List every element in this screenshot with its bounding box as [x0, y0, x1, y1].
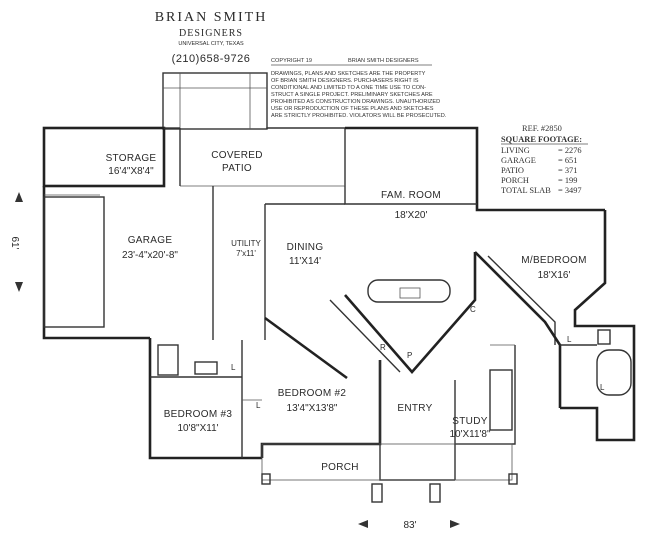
- room-label-covered-patio: COVERED: [211, 150, 263, 161]
- copyright-notice: COPYRIGHT 19 BRIAN SMITH DESIGNERS DRAWI…: [271, 58, 447, 119]
- sf-label-total: TOTAL SLAB: [501, 186, 551, 195]
- sf-value-garage: = 651: [558, 156, 577, 165]
- room-size-fam-room: 18'X20': [395, 210, 428, 221]
- room-label-porch: PORCH: [321, 462, 359, 473]
- room-size-storage: 16'4"X8'4": [108, 166, 154, 177]
- master-toilet: [597, 329, 611, 345]
- sf-value-porch: = 199: [558, 176, 577, 185]
- porch-column: [429, 483, 441, 503]
- width-dimension: 83': [358, 520, 460, 531]
- arrow-up-icon: [15, 192, 23, 202]
- arrow-down-icon: [15, 282, 23, 292]
- porch-column: [371, 483, 383, 503]
- linen-marker: L: [600, 383, 605, 392]
- notice-line: CONDITIONAL AND LIMITED TO A ONE TIME US…: [271, 85, 426, 91]
- sf-label-living: LIVING: [501, 146, 530, 155]
- linen-marker: L: [231, 363, 236, 372]
- room-size-study: 10'X11'8": [449, 429, 491, 440]
- room-size-master-bedroom: 18'X16': [538, 270, 571, 281]
- garage-door: [43, 196, 105, 328]
- room-label-utility: UTILITY: [231, 239, 261, 248]
- room-size-dining: 11'X14': [289, 256, 321, 267]
- notice-line: ARE STRICTLY PROHIBITED. VIOLATORS WILL …: [271, 113, 447, 119]
- exterior-walls: [42, 72, 636, 503]
- square-footage-heading: SQUARE FOOTAGE:: [501, 135, 582, 144]
- range-marker: R: [380, 343, 386, 352]
- sf-value-patio: = 371: [558, 166, 577, 175]
- room-label-storage: STORAGE: [106, 153, 157, 164]
- sf-value-living: = 2276: [558, 146, 582, 155]
- room-label-garage: GARAGE: [128, 235, 173, 246]
- arrow-right-icon: [450, 520, 460, 528]
- notice-line: STRUCT A SINGLE PROJECT. PRELIMINARY SKE…: [271, 92, 433, 98]
- notice-line: USE OR REPRODUCTION OF THESE PLANS AND S…: [271, 106, 434, 112]
- kitchen-island: [367, 279, 451, 303]
- company-phone: (210)658-9726: [172, 53, 251, 65]
- linen-marker: L: [567, 335, 572, 344]
- copyright-owner: BRIAN SMITH DESIGNERS: [348, 58, 419, 64]
- porch-outline: [261, 443, 513, 481]
- sink: [399, 287, 421, 299]
- notice-line: OF BRIAN SMITH DESIGNERS. PURCHASERS RIG…: [271, 78, 419, 84]
- room-size-bedroom-3: 10'8"X11': [177, 423, 218, 434]
- square-footage-table: REF. #2850 SQUARE FOOTAGE: LIVING = 2276…: [501, 124, 588, 195]
- company-subtitle: DESIGNERS: [179, 28, 243, 39]
- porch-column: [508, 473, 518, 485]
- width-label: 83': [403, 520, 416, 531]
- room-size-utility: 7'x11': [236, 249, 256, 258]
- room-size-bedroom-2: 13'4"X13'8": [287, 403, 338, 414]
- closet-marker: C: [470, 305, 476, 314]
- depth-label: 61': [9, 236, 20, 249]
- notice-line: DRAWINGS, PLANS AND SKETCHES ARE THE PRO…: [271, 71, 426, 77]
- study-closet: [489, 369, 513, 431]
- room-label-dining: DINING: [287, 242, 324, 253]
- hall-tub: [157, 344, 179, 376]
- sf-label-garage: GARAGE: [501, 156, 536, 165]
- sf-label-patio: PATIO: [501, 166, 524, 175]
- room-label-study: STUDY: [452, 416, 487, 427]
- room-label-covered-patio-2: PATIO: [222, 163, 252, 174]
- arrow-left-icon: [358, 520, 368, 528]
- notice-line: PROHIBITED AS CONSTRUCTION DRAWINGS. UNA…: [271, 99, 440, 105]
- linen-marker: L: [256, 401, 261, 410]
- depth-dimension: 61': [9, 192, 23, 292]
- patio-roof-outline: [162, 72, 268, 130]
- room-label-entry: ENTRY: [397, 403, 432, 414]
- company-city: UNIVERSAL CITY, TEXAS: [178, 41, 244, 47]
- room-label-fam-room: FAM. ROOM: [381, 190, 441, 201]
- room-label-bedroom-2: BEDROOM #2: [278, 388, 347, 399]
- room-label-bedroom-3: BEDROOM #3: [164, 409, 233, 420]
- room-label-master-bedroom: M/BEDROOM: [521, 255, 586, 266]
- master-tub: [596, 349, 632, 396]
- room-size-garage: 23'-4"x20'-8": [122, 250, 178, 261]
- ref-number: REF. #2850: [522, 124, 562, 133]
- sf-value-total: = 3497: [558, 186, 582, 195]
- company-name: BRIAN SMITH: [155, 10, 268, 25]
- hall-vanity: [194, 361, 218, 375]
- storage-room-outline: [42, 126, 166, 188]
- pantry-marker: P: [407, 351, 412, 360]
- porch-column: [261, 473, 271, 485]
- copyright-label: COPYRIGHT 19: [271, 58, 312, 64]
- sf-label-porch: PORCH: [501, 176, 529, 185]
